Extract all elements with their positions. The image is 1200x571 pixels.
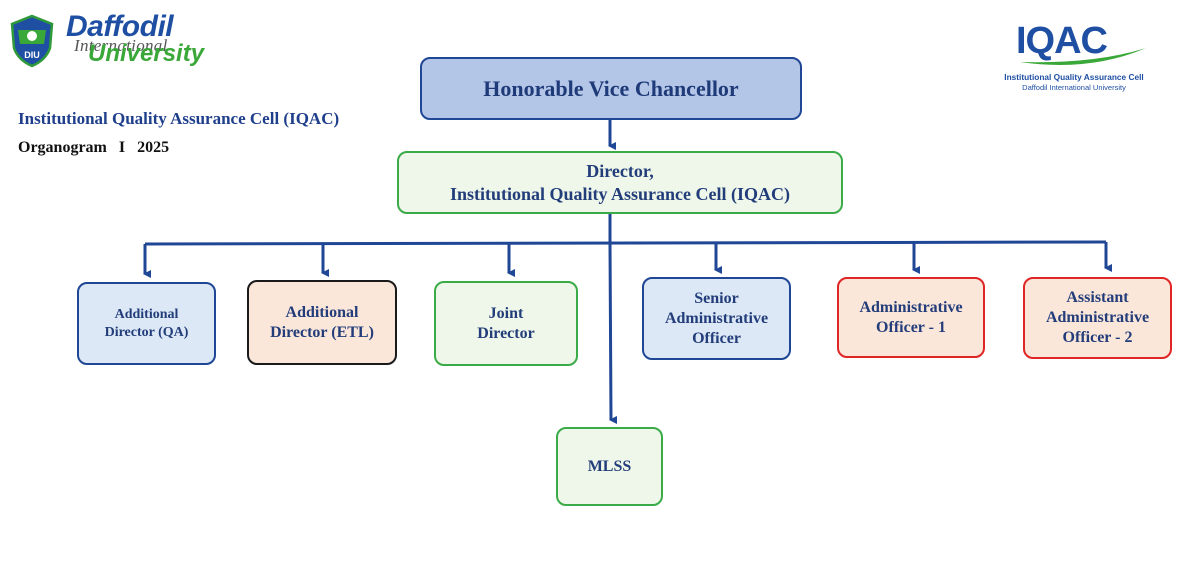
node-administrative-officer-1: Administrative Officer - 1: [837, 277, 985, 358]
node-mlss: MLSS: [556, 427, 663, 506]
shield-text: DIU: [24, 50, 40, 60]
node-director: Director, Institutional Quality Assuranc…: [397, 151, 843, 214]
node-mlss-label: MLSS: [587, 457, 632, 475]
node-vice-chancellor: Honorable Vice Chancellor: [420, 57, 802, 120]
swoosh-icon: [1020, 48, 1146, 65]
university-shield-icon: DIU: [10, 14, 54, 68]
connector-horizontal-bus: [144, 240, 1107, 246]
node-additional-director-qa-label: Additional Director (QA): [104, 307, 189, 340]
node-administrative-officer-1-label: Administrative Officer - 1: [859, 298, 963, 336]
university-logo-line3: University: [88, 40, 205, 67]
iqac-logo-subtitle2: Daffodil International University: [1022, 83, 1126, 92]
node-assistant-administrative-officer-2: Assistant Administrative Officer - 2: [1023, 277, 1172, 359]
node-joint-director-label: Joint Director: [477, 304, 535, 342]
iqac-logo: IQAC Institutional Quality Assurance Cel…: [1000, 20, 1150, 95]
iqac-wordmark: IQAC: [1016, 20, 1108, 62]
node-assistant-administrative-officer-2-label: Assistant Administrative Officer - 2: [1045, 289, 1150, 346]
node-additional-director-qa: Additional Director (QA): [77, 282, 216, 365]
node-additional-director-etl: Additional Director (ETL): [247, 280, 397, 365]
university-logo-line2: International: [74, 36, 168, 55]
university-logo-line1: Daffodil: [66, 10, 174, 43]
connector-to-mlss: [608, 243, 618, 424]
node-senior-administrative-officer-label: Senior Administrative Officer: [664, 289, 769, 347]
page-title: Institutional Quality Assurance Cell (IQ…: [18, 109, 340, 128]
node-vice-chancellor-label: Honorable Vice Chancellor: [483, 75, 739, 101]
node-director-label: Director, Institutional Quality Assuranc…: [449, 161, 791, 204]
page-subtitle: Organogram I 2025: [18, 139, 170, 156]
iqac-logo-subtitle: Institutional Quality Assurance Cell: [1004, 72, 1144, 82]
university-logo: DIU Daffodil International University: [8, 10, 223, 72]
node-joint-director: Joint Director: [434, 281, 578, 366]
node-additional-director-etl-label: Additional Director (ETL): [270, 303, 374, 341]
node-senior-administrative-officer: Senior Administrative Officer: [642, 277, 791, 360]
